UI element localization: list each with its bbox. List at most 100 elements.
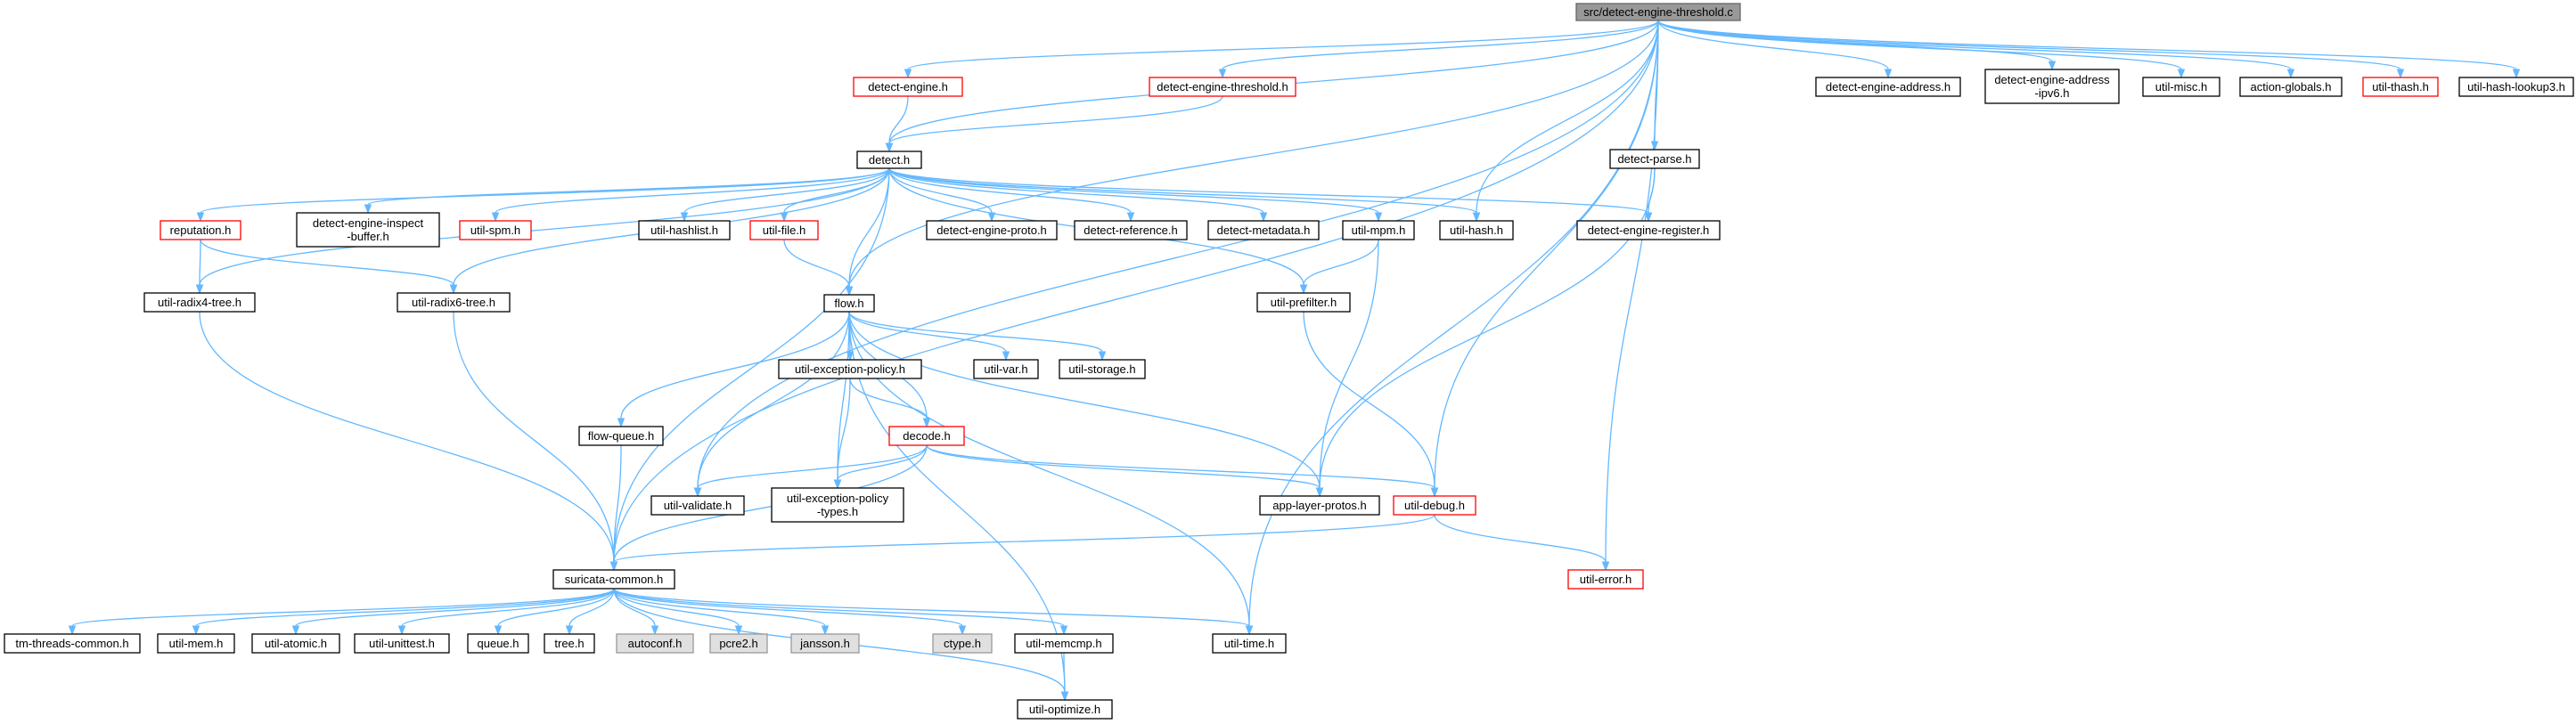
node-label: util-hash.h	[1450, 224, 1503, 237]
edge-util-debug-h-to-suricata-common-h	[609, 514, 1435, 572]
node-util-debug-h[interactable]: util-debug.h	[1393, 495, 1476, 516]
node-detect-parse-h[interactable]: detect-parse.h	[1609, 149, 1700, 169]
node-util-error-h[interactable]: util-error.h	[1567, 569, 1644, 590]
node-box	[1207, 220, 1320, 240]
node-tree-h[interactable]: tree.h	[544, 633, 595, 654]
node-pcre2-h[interactable]: pcre2.h	[709, 633, 768, 654]
node-label: detect-engine-threshold.h	[1157, 80, 1288, 94]
edge-root-to-util-misc-h	[1657, 20, 2186, 79]
node-tm-threads-common-h[interactable]: tm-threads-common.h	[4, 633, 141, 654]
edge-arrowhead	[364, 204, 372, 215]
node-box	[2239, 77, 2343, 97]
node-label: util-file.h	[763, 224, 806, 237]
node-util-atomic-h[interactable]: util-atomic.h	[251, 633, 340, 654]
node-util-optimize-h[interactable]: util-optimize.h	[1017, 699, 1113, 720]
node-util-storage-h[interactable]: util-storage.h	[1059, 359, 1146, 379]
node-box	[650, 495, 745, 516]
edge-suricata-common-h-to-pcre2-h	[613, 588, 743, 636]
node-util-misc-h[interactable]: util-misc.h	[2142, 77, 2220, 97]
node-util-memcmp-h[interactable]: util-memcmp.h	[1014, 633, 1114, 654]
node-suricata-common-h[interactable]: suricata-common.h	[552, 569, 675, 590]
node-util-var-h[interactable]: util-var.h	[973, 359, 1039, 379]
node-detect-engine-address-h[interactable]: detect-engine-address.h	[1815, 77, 1961, 97]
node-box	[1059, 359, 1146, 379]
node-detect-engine-proto-h[interactable]: detect-engine-proto.h	[926, 220, 1058, 240]
node-util-radix4-tree-h[interactable]: util-radix4-tree.h	[143, 292, 256, 313]
edge-line	[848, 167, 890, 288]
node-label: app-layer-protos.h	[1272, 499, 1367, 512]
node-util-hash-h[interactable]: util-hash.h	[1439, 220, 1514, 240]
node-util-hash-lookup3-h[interactable]: util-hash-lookup3.h	[2458, 77, 2574, 97]
edge-flow-h-to-util-exception-policy-types-h	[833, 311, 850, 490]
node-util-exception-policy-types-h[interactable]: util-exception-policy-types.h	[771, 487, 904, 523]
node-box	[1393, 495, 1476, 516]
node-util-unittest-h[interactable]: util-unittest.h	[354, 633, 450, 654]
edge-line	[888, 95, 909, 144]
node-queue-h[interactable]: queue.h	[467, 633, 529, 654]
edge-arrowhead	[904, 69, 912, 79]
node-detect-h[interactable]: detect.h	[856, 150, 922, 169]
node-label: util-storage.h	[1068, 362, 1135, 376]
node-label: src/detect-engine-threshold.c	[1583, 5, 1733, 19]
node-detect-engine-h[interactable]: detect-engine.h	[853, 77, 963, 97]
edge-reputation-h-to-util-radix4-tree-h	[195, 239, 204, 295]
node-action-globals-h[interactable]: action-globals.h	[2239, 77, 2343, 97]
node-util-file-h[interactable]: util-file.h	[749, 220, 819, 240]
node-label: detect-engine-register.h	[1588, 224, 1710, 237]
node-reputation-h[interactable]: reputation.h	[159, 220, 241, 240]
node-detect-engine-inspect-buffer-h[interactable]: detect-engine-inspect-buffer.h	[296, 212, 440, 248]
edge-arrowhead	[68, 625, 77, 636]
node-box	[157, 633, 235, 654]
node-util-mem-h[interactable]: util-mem.h	[157, 633, 235, 654]
node-util-hashlist-h[interactable]: util-hashlist.h	[638, 220, 731, 240]
node-detect-engine-threshold-h[interactable]: detect-engine-threshold.h	[1149, 77, 1296, 97]
node-util-thash-h[interactable]: util-thash.h	[2362, 77, 2439, 97]
node-app-layer-protos-h[interactable]: app-layer-protos.h	[1259, 495, 1380, 516]
node-detect-reference-h[interactable]: detect-reference.h	[1074, 220, 1188, 240]
edge-line	[888, 167, 1379, 214]
edge-line	[613, 588, 740, 627]
edge-line	[613, 444, 622, 563]
edge-arrowhead	[1374, 212, 1383, 223]
node-detect-metadata-h[interactable]: detect-metadata.h	[1207, 220, 1320, 240]
node-root: src/detect-engine-threshold.c	[1575, 3, 1741, 21]
node-flow-h[interactable]: flow.h	[823, 294, 875, 313]
node-box	[771, 487, 904, 523]
edge-root-to-flow-h	[845, 20, 1659, 297]
edge-arrowhead	[565, 625, 574, 636]
node-label: jansson.h	[799, 637, 850, 650]
node-util-validate-h[interactable]: util-validate.h	[650, 495, 745, 516]
node-label: detect-engine-address-ipv6.h	[1994, 73, 2110, 100]
edge-line	[697, 444, 928, 489]
node-flow-queue-h[interactable]: flow-queue.h	[578, 426, 664, 446]
edge-arrowhead	[833, 479, 842, 490]
edge-suricata-common-h-to-queue-h	[494, 588, 615, 636]
node-detect-engine-register-h[interactable]: detect-engine-register.h	[1576, 220, 1721, 240]
edge-line	[683, 167, 890, 214]
edge-line	[1657, 20, 1889, 70]
edge-detect-h-to-util-spm-h	[491, 167, 890, 223]
node-box	[1609, 149, 1700, 169]
edge-arrowhead	[2396, 69, 2405, 79]
node-util-time-h[interactable]: util-time.h	[1212, 633, 1287, 654]
node-util-spm-h[interactable]: util-spm.h	[459, 220, 532, 240]
node-detect-engine-address-ipv6-h[interactable]: detect-engine-address-ipv6.h	[1984, 69, 2120, 104]
node-box	[973, 359, 1039, 379]
node-label: util-error.h	[1580, 573, 1632, 586]
node-util-exception-policy-h[interactable]: util-exception-policy.h	[778, 359, 922, 379]
node-autoconf-h[interactable]: autoconf.h	[616, 633, 694, 654]
node-jansson-h[interactable]: jansson.h	[790, 633, 860, 654]
node-label: util-misc.h	[2155, 80, 2208, 94]
node-label: detect-engine-inspect-buffer.h	[313, 216, 424, 243]
node-util-prefilter-h[interactable]: util-prefilter.h	[1256, 292, 1351, 313]
node-ctype-h[interactable]: ctype.h	[932, 633, 993, 654]
edge-line	[1303, 239, 1379, 286]
edge-arrowhead	[192, 625, 200, 636]
edge-root-to-util-debug-h	[1430, 20, 1659, 498]
node-decode-h[interactable]: decode.h	[888, 426, 965, 446]
edge-line	[1657, 20, 2401, 70]
node-box	[932, 633, 993, 654]
node-util-mpm-h[interactable]: util-mpm.h	[1342, 220, 1415, 240]
node-util-radix6-tree-h[interactable]: util-radix6-tree.h	[397, 292, 511, 313]
edge-flow-h-to-util-var-h	[848, 311, 1010, 362]
